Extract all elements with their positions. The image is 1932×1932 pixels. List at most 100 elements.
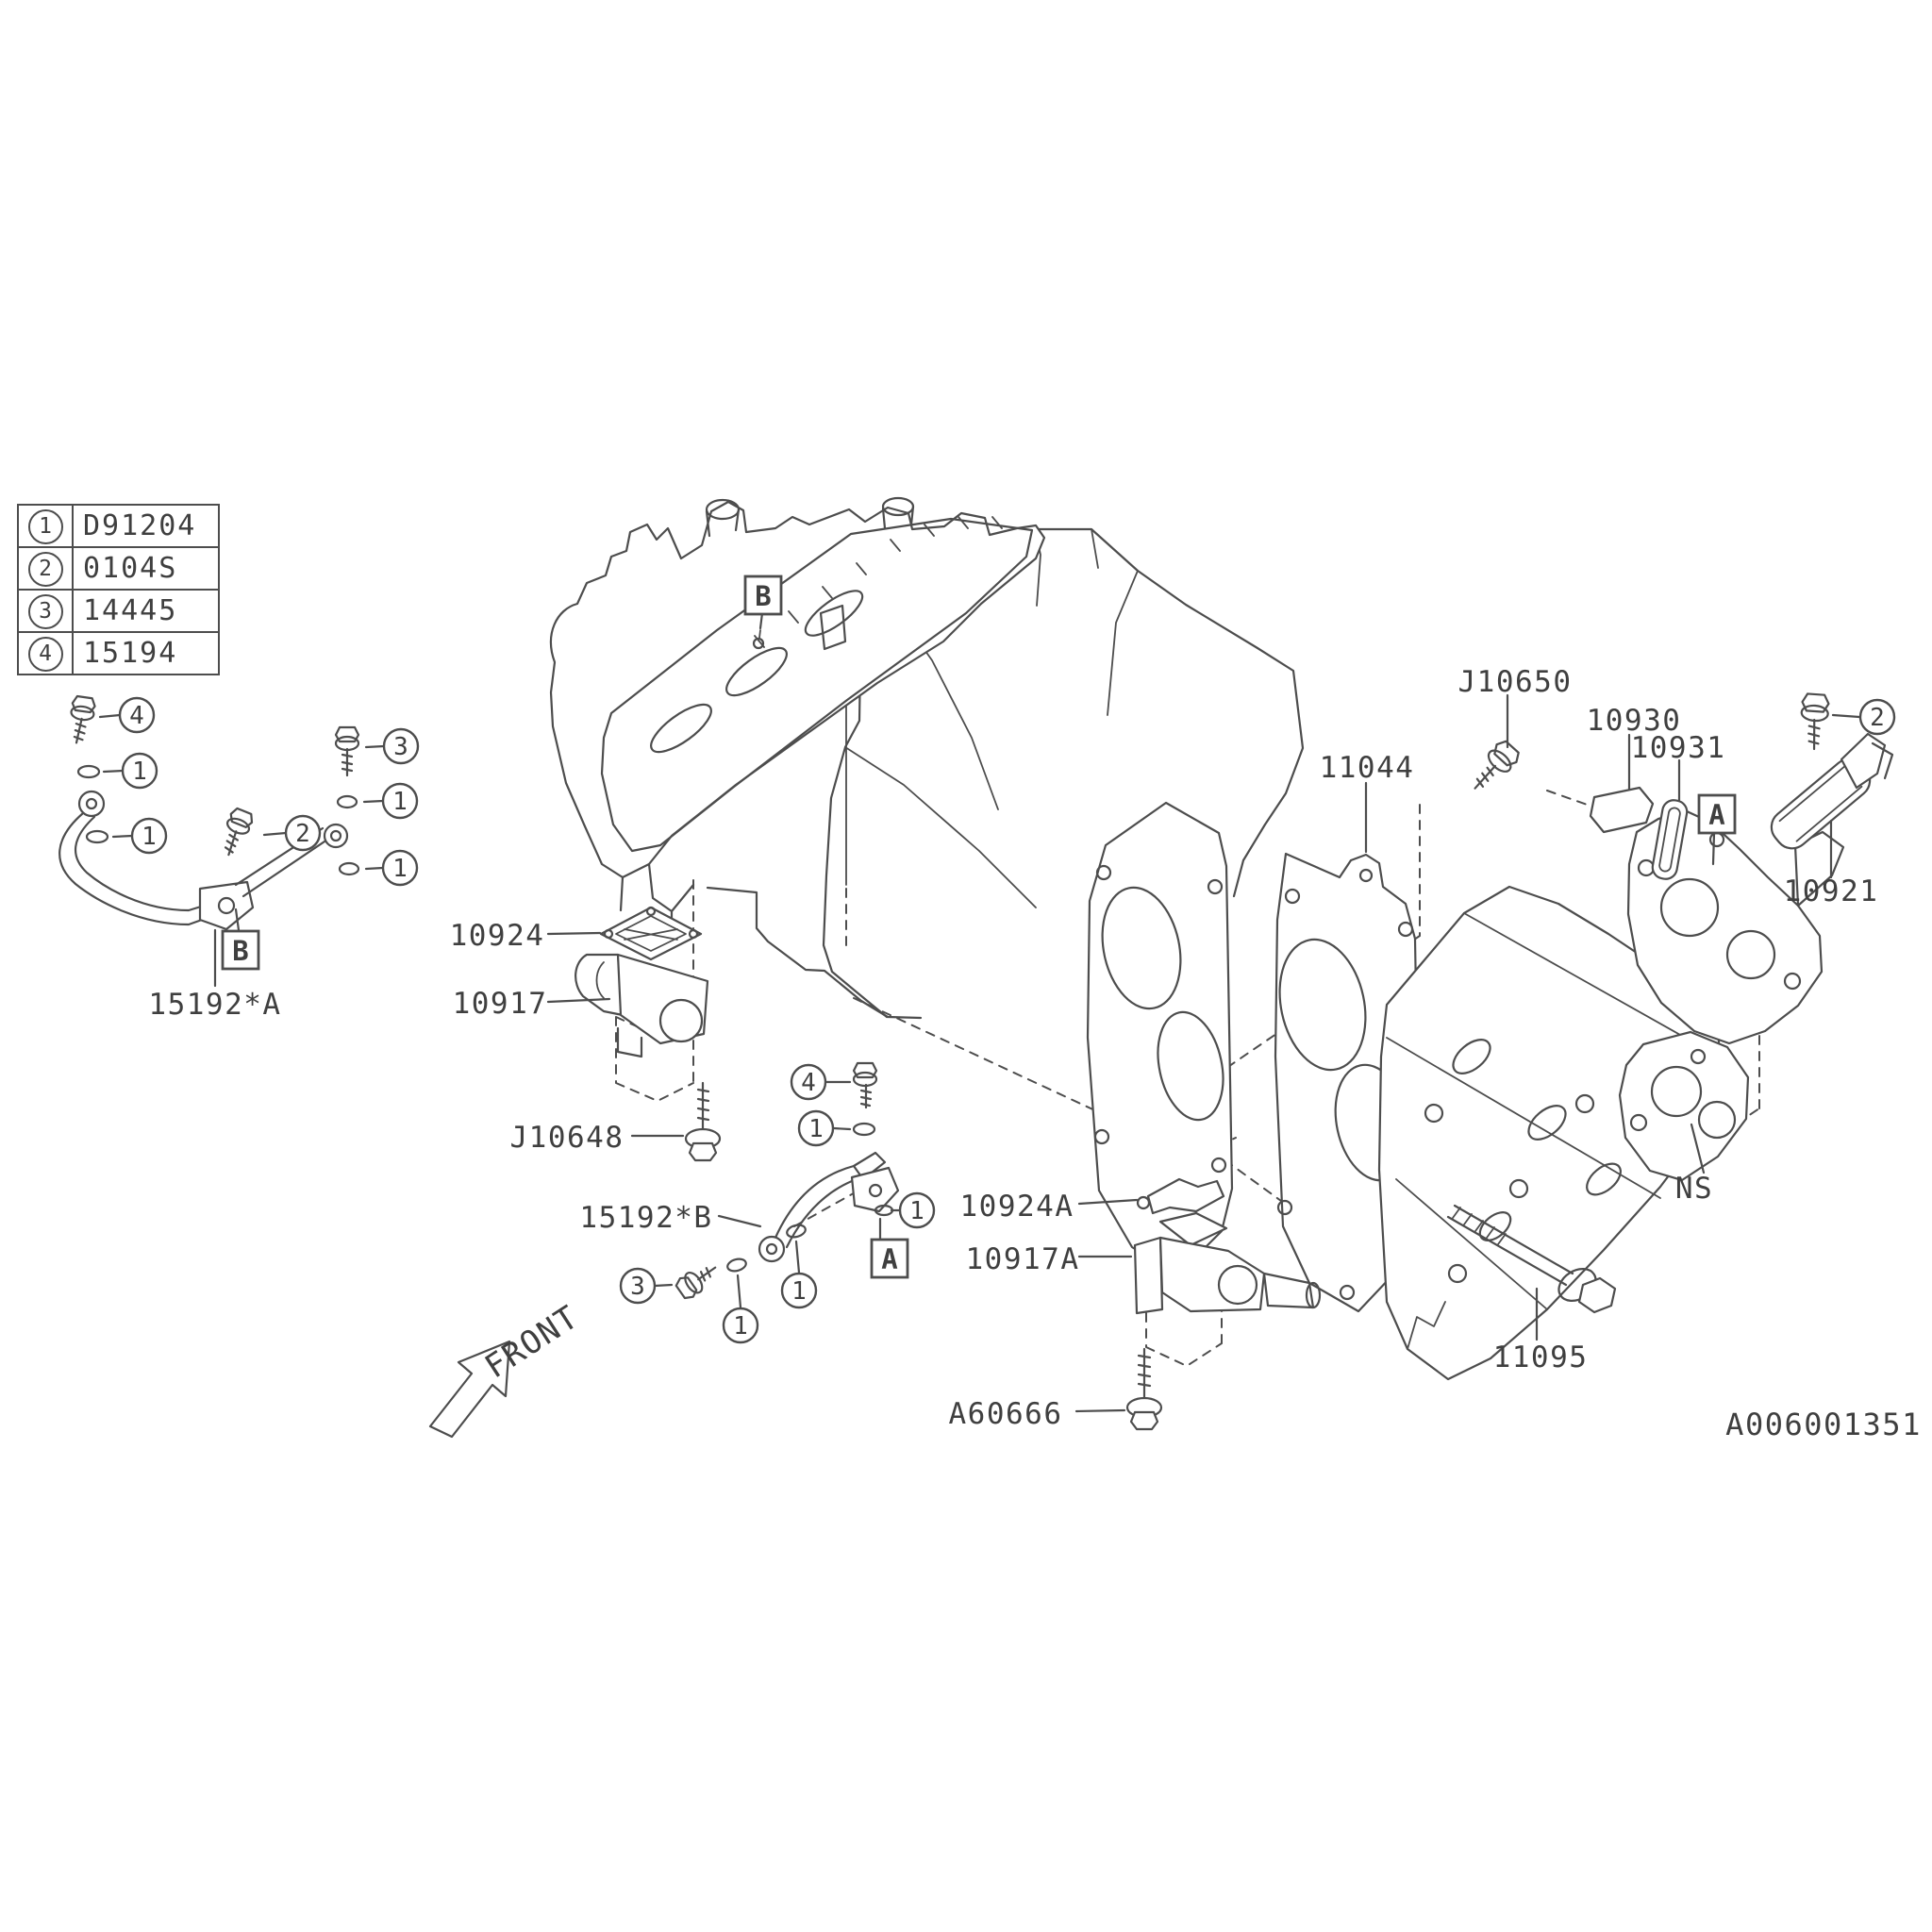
callout-number: 1 [392, 855, 408, 883]
callout-number: 1 [132, 758, 147, 786]
bolt-icon [224, 807, 254, 857]
ref-box-letter: B [232, 935, 248, 967]
callout-ring [780, 1272, 818, 1309]
washer-icon [852, 1122, 876, 1137]
callout-number: 4 [801, 1069, 816, 1097]
ref-box-B: B [743, 575, 783, 616]
callout-circle-1: 1 [797, 1109, 835, 1147]
callout-number: 4 [129, 702, 144, 730]
part-label-p15192b: 15192*B [579, 1201, 712, 1235]
legend-number-cell: 2 [17, 546, 74, 591]
callout-circle-3: 3 [619, 1267, 657, 1305]
washer-icon [336, 794, 358, 809]
callout-number: 1 [142, 823, 157, 851]
callout-circle-1: 1 [381, 782, 419, 820]
callout-circle-4: 4 [790, 1063, 827, 1101]
callout-number: 1 [909, 1197, 924, 1225]
legend-number-cell: 4 [17, 631, 74, 675]
callout-circle-1: 1 [780, 1272, 818, 1309]
callout-ring [790, 1063, 827, 1101]
part-label-p10931: 10931 [1631, 731, 1726, 765]
part-label-ns: NS [1675, 1172, 1713, 1206]
callout-ring [381, 849, 419, 887]
part-label-p10921: 10921 [1784, 874, 1879, 908]
bolt-icon [1474, 740, 1520, 790]
pipe-15192a [58, 790, 349, 931]
part-label-p11095: 11095 [1493, 1341, 1589, 1374]
callout-number: 1 [808, 1115, 824, 1143]
part-label-p15192a: 15192*A [148, 988, 281, 1022]
bolt-icon [852, 1061, 878, 1109]
part-label-p10924: 10924 [450, 919, 545, 953]
bolt-j10648 [684, 1081, 722, 1162]
callout-ring [382, 727, 420, 765]
part-label-p10930: 10930 [1587, 704, 1682, 738]
washer-icon [338, 861, 360, 876]
bolt-icon [675, 1266, 717, 1300]
ref-box-frame [870, 1238, 909, 1279]
ref-box-A: A [1697, 793, 1737, 835]
callout-ring [619, 1267, 657, 1305]
callout-number: 1 [791, 1277, 807, 1306]
legend-callout-number: 2 [27, 552, 63, 587]
bracket-10930 [1589, 786, 1655, 834]
ref-box-B: B [221, 929, 260, 971]
leader-lines [98, 611, 1861, 1413]
callout-circle-4: 4 [118, 696, 156, 734]
callout-number: 2 [295, 820, 310, 848]
callout-circle-1: 1 [121, 752, 158, 790]
gasket-left [1086, 801, 1234, 1277]
gasket-10931 [1651, 799, 1689, 880]
bolt-11095 [1446, 1204, 1617, 1314]
legend-part-code: 15194 [72, 631, 220, 675]
part-label-p10924a: 10924A [960, 1190, 1074, 1224]
callout-circle-2: 2 [284, 814, 322, 852]
bolt-icon [334, 725, 360, 777]
part-label-p10917: 10917 [453, 987, 548, 1021]
callout-circle-2: 2 [1858, 698, 1896, 736]
ref-box-A: A [870, 1238, 909, 1279]
sensor-10921 [1770, 732, 1894, 850]
callout-circle-1: 1 [381, 849, 419, 887]
part-label-j10648: J10648 [510, 1121, 625, 1155]
part-label-a60666: A60666 [949, 1397, 1063, 1431]
callout-ring [121, 752, 158, 790]
callout-number: 1 [733, 1312, 748, 1341]
washer-icon [786, 1224, 807, 1239]
callout-circle-1: 1 [722, 1307, 759, 1344]
ref-box-frame [1697, 793, 1737, 835]
legend-callout-number: 1 [27, 509, 63, 544]
bolt-icon [70, 694, 96, 744]
callout-ring [1858, 698, 1896, 736]
callout-ring [130, 817, 168, 855]
legend-callout-number: 3 [27, 594, 63, 629]
legend-number-cell: 1 [17, 504, 74, 548]
legend-callout-number: 4 [27, 637, 63, 672]
ref-box-frame [221, 929, 260, 971]
callout-ring [284, 814, 322, 852]
ref-box-letter: B [755, 580, 771, 612]
front-arrow-icon [428, 1340, 511, 1439]
callout-ring [722, 1307, 759, 1344]
legend-part-code: 14445 [72, 589, 220, 633]
solenoid-10917 [575, 906, 709, 1058]
ref-box-letter: A [1708, 799, 1724, 831]
washer-icon [85, 829, 109, 844]
callout-number: 1 [392, 788, 408, 816]
cam-carrier-lower [1618, 1030, 1750, 1182]
part-label-front: FRONT [478, 1298, 586, 1386]
callout-ring [898, 1191, 936, 1229]
washer-icon [76, 764, 101, 779]
part-label-p11044: 11044 [1320, 751, 1415, 785]
legend-part-code: D91204 [72, 504, 220, 548]
hose-15192b [758, 1151, 900, 1263]
ref-box-letter: A [881, 1243, 897, 1275]
callout-ring [797, 1109, 835, 1147]
callout-number: 3 [630, 1273, 645, 1301]
intake-manifold [549, 496, 1046, 945]
